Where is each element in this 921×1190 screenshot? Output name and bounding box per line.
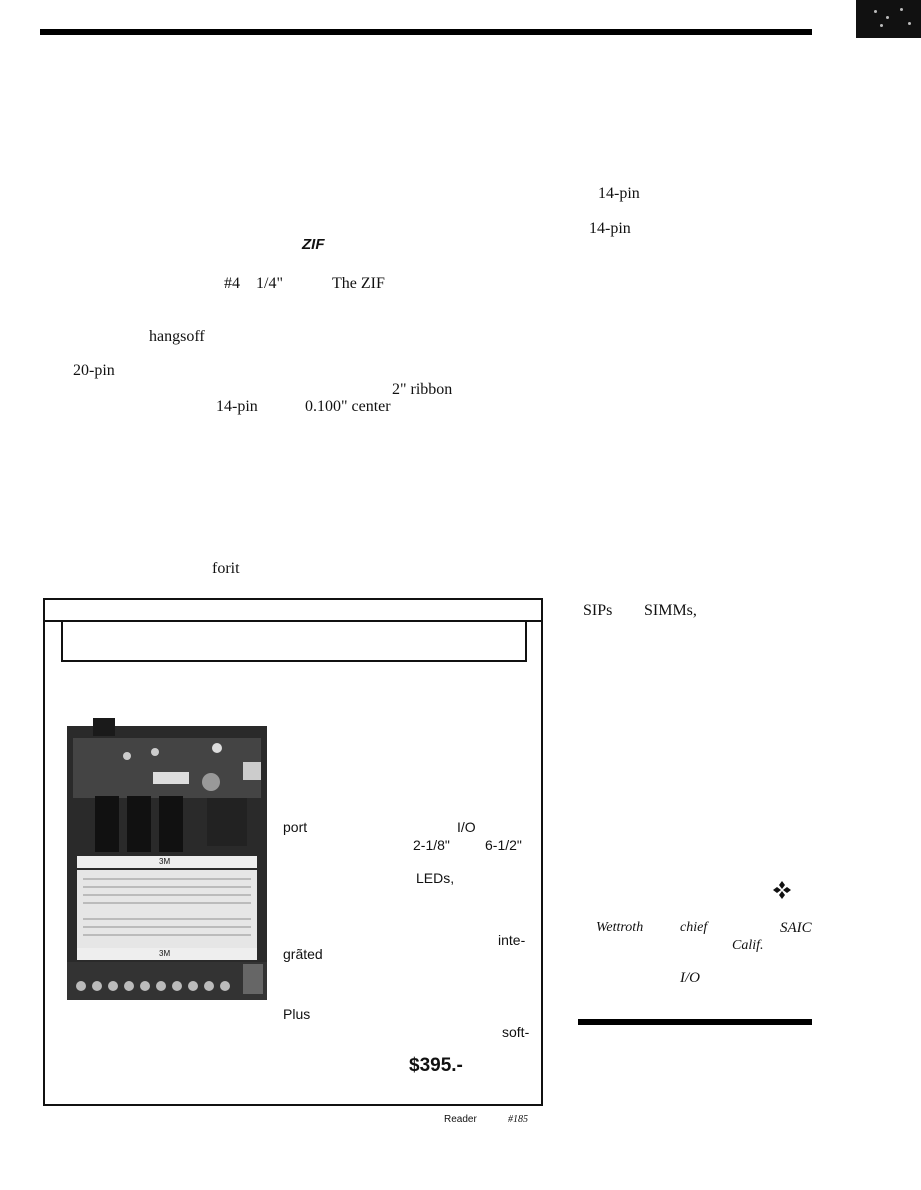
- zif-label: ZIF: [302, 236, 325, 253]
- ad-port-text: port: [283, 819, 308, 835]
- screw-size: #4: [224, 275, 240, 292]
- pin14-text-a: 14-pin: [216, 398, 258, 415]
- product-board-photo: 3M 3M: [67, 718, 267, 1000]
- ad-price: $395.-: [409, 1055, 463, 1076]
- ad-dimension-b: 6-1/2": [485, 837, 522, 853]
- corner-tab: [856, 0, 921, 38]
- top-rule: [40, 29, 812, 35]
- sips-text: SIPs: [583, 602, 613, 619]
- chip-label-b: 3M: [159, 949, 170, 958]
- the-zif-text: The ZIF: [332, 275, 385, 292]
- pin20-text: 20-pin: [73, 362, 115, 379]
- author-name: Wettroth: [596, 920, 644, 935]
- screw-length: 1/4": [256, 275, 283, 292]
- io-text: I/O: [680, 970, 700, 986]
- author-location: Calif.: [732, 938, 764, 953]
- ad-grated-text: grãted: [283, 946, 323, 962]
- ad-header-frame: [61, 622, 527, 662]
- reader-service-label: Reader: [444, 1114, 477, 1125]
- ribbon-text: 2" ribbon: [392, 381, 453, 398]
- pin14-text-b: 14-pin: [598, 185, 640, 202]
- reader-service-number: #185: [508, 1114, 528, 1125]
- end-of-article-icon: [773, 881, 791, 899]
- ad-inte-text: inte-: [498, 932, 526, 948]
- author-company: SAIC: [780, 920, 812, 936]
- chip-label-a: 3M: [159, 857, 170, 866]
- bottom-rule: [578, 1019, 812, 1025]
- ad-dimension-a: 2-1/8": [413, 837, 450, 853]
- simms-text: SIMMs,: [644, 602, 697, 619]
- advertisement-box: 3M 3M port I/O 2-1/8" 6-1/2" LEDs, inte-…: [43, 598, 543, 1106]
- pin14-text-c: 14-pin: [589, 220, 631, 237]
- author-title: chief: [680, 920, 708, 935]
- center-text: 0.100" center: [305, 398, 391, 415]
- ad-soft-text: soft-: [502, 1024, 530, 1040]
- hangs-off-text: hangsoff: [149, 328, 205, 345]
- ad-header-left-rule: [61, 622, 63, 662]
- ad-io-text: I/O: [457, 819, 476, 835]
- ad-plus-text: Plus: [283, 1006, 311, 1022]
- ad-top-divider: [45, 620, 541, 622]
- for-it-text: forit: [212, 560, 240, 577]
- ad-leds-text: LEDs,: [416, 870, 455, 886]
